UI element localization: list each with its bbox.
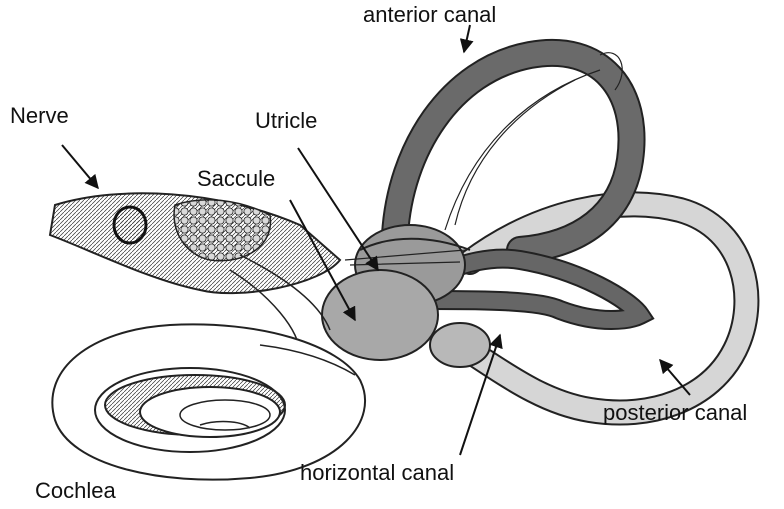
label-horizontal-canal: horizontal canal	[300, 462, 454, 484]
cochlea-shape	[52, 324, 365, 479]
label-saccule: Saccule	[197, 168, 275, 190]
saccule-shape	[322, 270, 490, 367]
label-anterior-canal: anterior canal	[363, 4, 496, 26]
label-cochlea: Cochlea	[35, 480, 116, 502]
pointer-anterior-canal	[464, 25, 470, 52]
label-nerve: Nerve	[10, 105, 69, 127]
pointer-nerve	[62, 145, 98, 188]
label-utricle: Utricle	[255, 110, 317, 132]
label-posterior-canal: posterior canal	[603, 402, 747, 424]
